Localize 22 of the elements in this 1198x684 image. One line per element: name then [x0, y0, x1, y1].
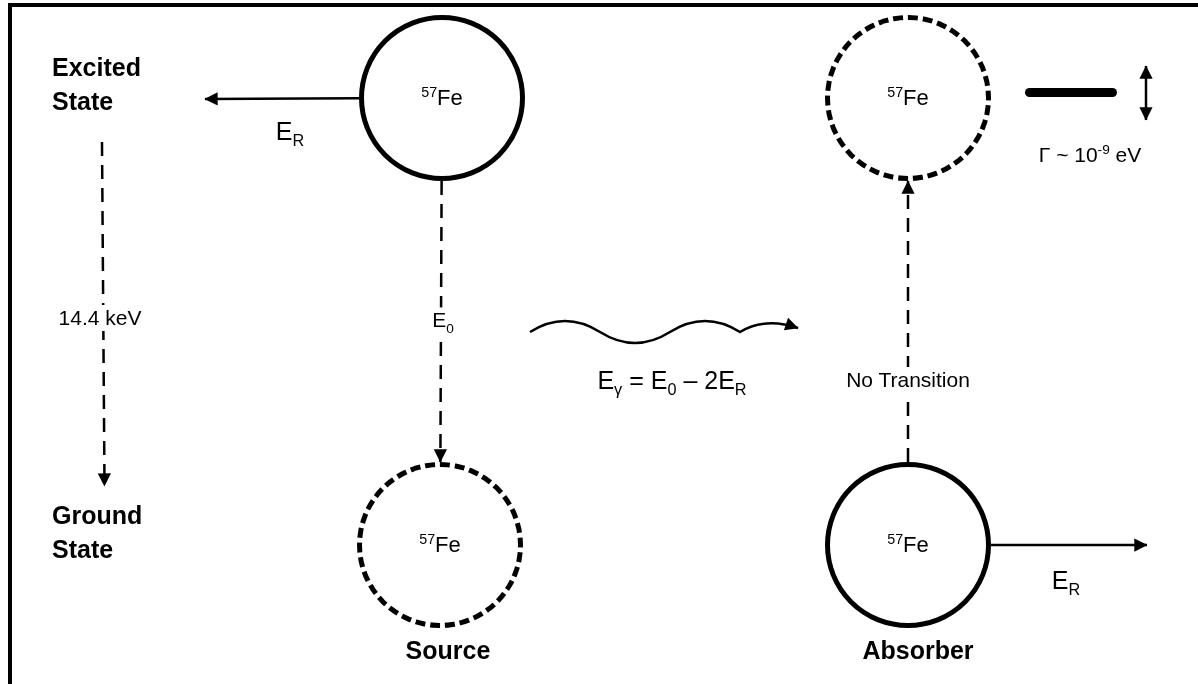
state-label: Ground State — [52, 498, 177, 578]
caption-label: Source — [405, 635, 491, 665]
dashed-nucleus-circle — [825, 15, 991, 181]
isotope-label: $^{57}$Fe — [887, 84, 929, 112]
caption-label: Absorber — [862, 635, 974, 665]
isotope-label: $^{57}$Fe — [419, 531, 461, 559]
arrow — [204, 92, 359, 106]
dashed-arrow — [433, 181, 447, 463]
arrow — [991, 538, 1148, 552]
edge-label: E$_{R}$ — [1051, 565, 1081, 599]
dashed-arrow — [901, 180, 915, 462]
nucleus-circle — [359, 15, 525, 181]
dashed-arrow — [97, 142, 111, 487]
state-label: Excited State — [52, 50, 172, 130]
equation-label: E$_{γ}$ = E$_{0}$ – 2E$_{R}$ — [597, 365, 747, 399]
nucleus-circle — [825, 462, 991, 628]
edge-label: E$_{R}$ — [275, 116, 305, 150]
linewidth-label: Γ ~ 10$^{-9}$ eV — [1038, 141, 1142, 167]
edge-label: No Transition — [844, 367, 972, 393]
isotope-label: $^{57}$Fe — [887, 531, 929, 559]
isotope-label: $^{57}$Fe — [421, 84, 463, 112]
dashed-nucleus-circle — [357, 462, 523, 628]
